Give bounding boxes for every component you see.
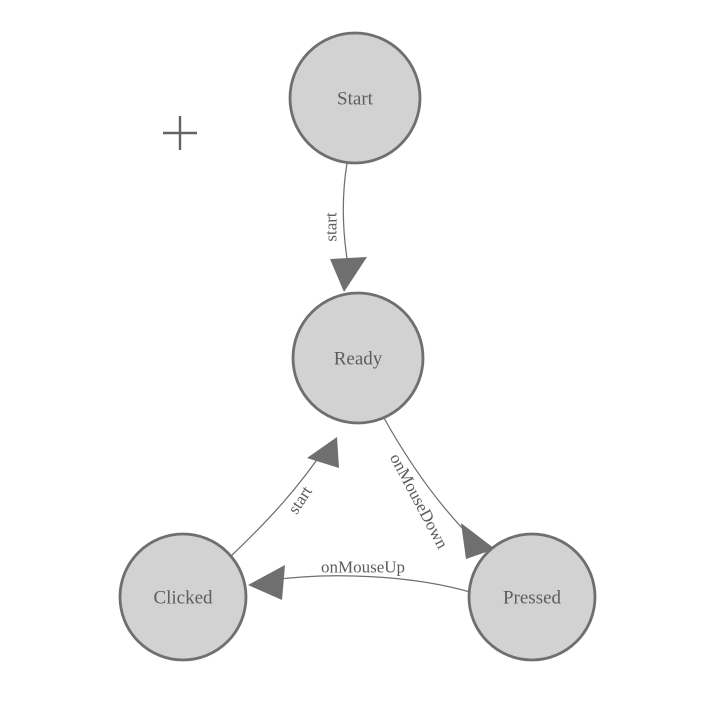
edges-layer (230, 162, 495, 600)
plus-marker-icon (163, 116, 197, 150)
edge-pressed-to-clicked[interactable] (248, 565, 471, 600)
nodes-layer: Start Ready Clicked Pressed (118, 31, 597, 662)
node-clicked[interactable]: Clicked (118, 532, 248, 662)
edge-clicked-to-ready[interactable] (230, 437, 339, 557)
arrowhead-ready-to-pressed (461, 523, 495, 559)
arrowhead-pressed-to-clicked (248, 565, 285, 600)
edge-start-to-ready[interactable] (330, 162, 367, 292)
edge-path-pressed-to-clicked (271, 575, 471, 593)
edge-label-start-to-ready: start (322, 212, 341, 242)
edge-label-clicked-to-ready: start (284, 482, 316, 517)
node-pressed[interactable]: Pressed (467, 532, 597, 662)
node-circle-pressed[interactable] (467, 532, 597, 662)
node-label-clicked: Clicked (153, 588, 213, 609)
edge-ready-to-pressed[interactable] (383, 417, 495, 559)
node-label-pressed: Pressed (503, 588, 562, 609)
node-start[interactable]: Start (288, 31, 422, 165)
node-circle-ready[interactable] (291, 291, 425, 425)
edge-path-start-to-ready (342, 162, 349, 266)
edge-label-ready-to-pressed: onMouseDown (386, 450, 452, 552)
node-circle-start[interactable] (288, 31, 422, 165)
node-label-ready: Ready (334, 349, 383, 370)
arrowhead-clicked-to-ready (307, 437, 339, 468)
edge-label-pressed-to-clicked: onMouseUp (321, 558, 405, 577)
arrowhead-start-to-ready (330, 257, 367, 292)
edge-path-clicked-to-ready (230, 447, 326, 557)
node-label-start: Start (337, 89, 374, 110)
node-ready[interactable]: Ready (291, 291, 425, 425)
node-circle-clicked[interactable] (118, 532, 248, 662)
